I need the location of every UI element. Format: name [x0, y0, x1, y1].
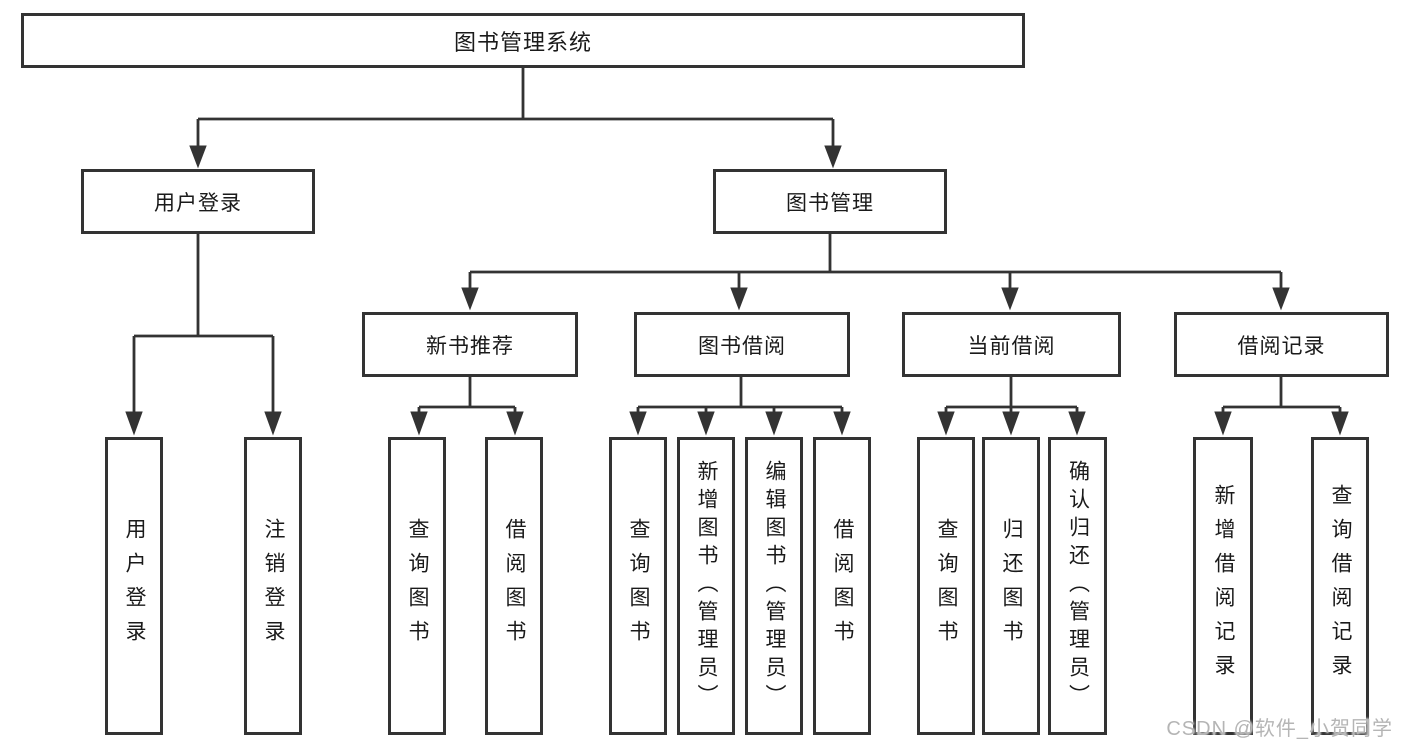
arrowhead	[824, 145, 842, 169]
arrowhead	[410, 411, 428, 436]
watermark: CSDN @软件_小贺同学	[1166, 718, 1393, 740]
leaf-logout-label: 注销登录	[262, 518, 286, 654]
leaf-query-books-current: 查询图书	[917, 437, 975, 735]
leaf-borrow-books-borrowing-label: 借阅图书	[831, 518, 855, 654]
leaf-add-borrow-record: 新增借阅记录	[1193, 437, 1253, 735]
leaf-query-books-borrowing-label: 查询图书	[627, 518, 651, 654]
arrowhead	[1272, 287, 1290, 311]
arrowhead	[1002, 411, 1020, 436]
node-user-login-label: 用户登录	[154, 191, 242, 215]
arrowhead	[629, 411, 647, 436]
node-book-borrowing-label: 图书借阅	[698, 334, 786, 358]
node-root-label: 图书管理系统	[453, 29, 592, 55]
leaf-add-book-admin-label: 新增图书（管理员）	[695, 460, 719, 712]
node-new-book-recommend-label: 新书推荐	[426, 334, 514, 358]
leaf-return-books: 归还图书	[982, 437, 1040, 735]
leaf-user-login: 用户登录	[105, 437, 163, 735]
node-borrowing-records: 借阅记录	[1174, 312, 1389, 377]
arrowhead	[1068, 411, 1086, 436]
connector-book-borrow-group	[636, 377, 844, 416]
leaf-query-books-recommend: 查询图书	[388, 437, 446, 735]
arrowhead	[189, 145, 207, 169]
leaf-query-borrow-record-label: 查询借阅记录	[1329, 484, 1353, 688]
connector-book-management-group	[468, 234, 1283, 292]
leaf-edit-book-admin-label: 编辑图书（管理员）	[763, 460, 787, 712]
arrowhead	[833, 411, 851, 436]
node-book-borrowing: 图书借阅	[634, 312, 850, 377]
arrowhead	[697, 411, 715, 436]
connector-user-login-group	[132, 234, 275, 416]
node-book-management: 图书管理	[713, 169, 947, 234]
leaf-edit-book-admin: 编辑图书（管理员）	[745, 437, 803, 735]
leaf-query-borrow-record: 查询借阅记录	[1311, 437, 1369, 735]
leaf-borrow-books-borrowing: 借阅图书	[813, 437, 871, 735]
node-borrowing-records-label: 借阅记录	[1237, 334, 1326, 358]
leaf-borrow-books-recommend-label: 借阅图书	[503, 518, 527, 654]
leaf-add-book-admin: 新增图书（管理员）	[677, 437, 735, 735]
connector-root-to-level2	[196, 68, 835, 150]
node-new-book-recommend: 新书推荐	[362, 312, 578, 377]
leaf-add-borrow-record-label: 新增借阅记录	[1212, 484, 1236, 688]
connector-borrow-record-group	[1221, 377, 1342, 416]
arrowhead	[461, 287, 479, 311]
arrowhead	[765, 411, 783, 436]
leaf-query-books-borrowing: 查询图书	[609, 437, 667, 735]
leaf-query-books-current-label: 查询图书	[935, 518, 959, 654]
arrowhead	[937, 411, 955, 436]
connector-new-book-group	[417, 377, 517, 416]
arrowhead	[264, 411, 282, 436]
leaf-user-login-label: 用户登录	[123, 518, 147, 654]
leaf-confirm-return-admin-label: 确认归还（管理员）	[1066, 460, 1090, 712]
arrowhead	[1214, 411, 1232, 436]
node-current-borrowing: 当前借阅	[902, 312, 1121, 377]
arrowhead	[1001, 287, 1019, 311]
node-book-management-label: 图书管理	[786, 191, 874, 215]
arrowhead	[125, 411, 143, 436]
arrowhead	[730, 287, 748, 311]
leaf-return-books-label: 归还图书	[1000, 518, 1024, 654]
arrowhead	[506, 411, 524, 436]
connector-current-borrow-group	[944, 377, 1079, 416]
leaf-borrow-books-recommend: 借阅图书	[485, 437, 543, 735]
node-root: 图书管理系统	[21, 13, 1025, 68]
leaf-query-books-recommend-label: 查询图书	[406, 518, 430, 654]
leaf-logout: 注销登录	[244, 437, 302, 735]
node-user-login: 用户登录	[81, 169, 315, 234]
leaf-confirm-return-admin: 确认归还（管理员）	[1048, 437, 1107, 735]
arrowhead	[1331, 411, 1349, 436]
node-current-borrowing-label: 当前借阅	[967, 334, 1056, 358]
